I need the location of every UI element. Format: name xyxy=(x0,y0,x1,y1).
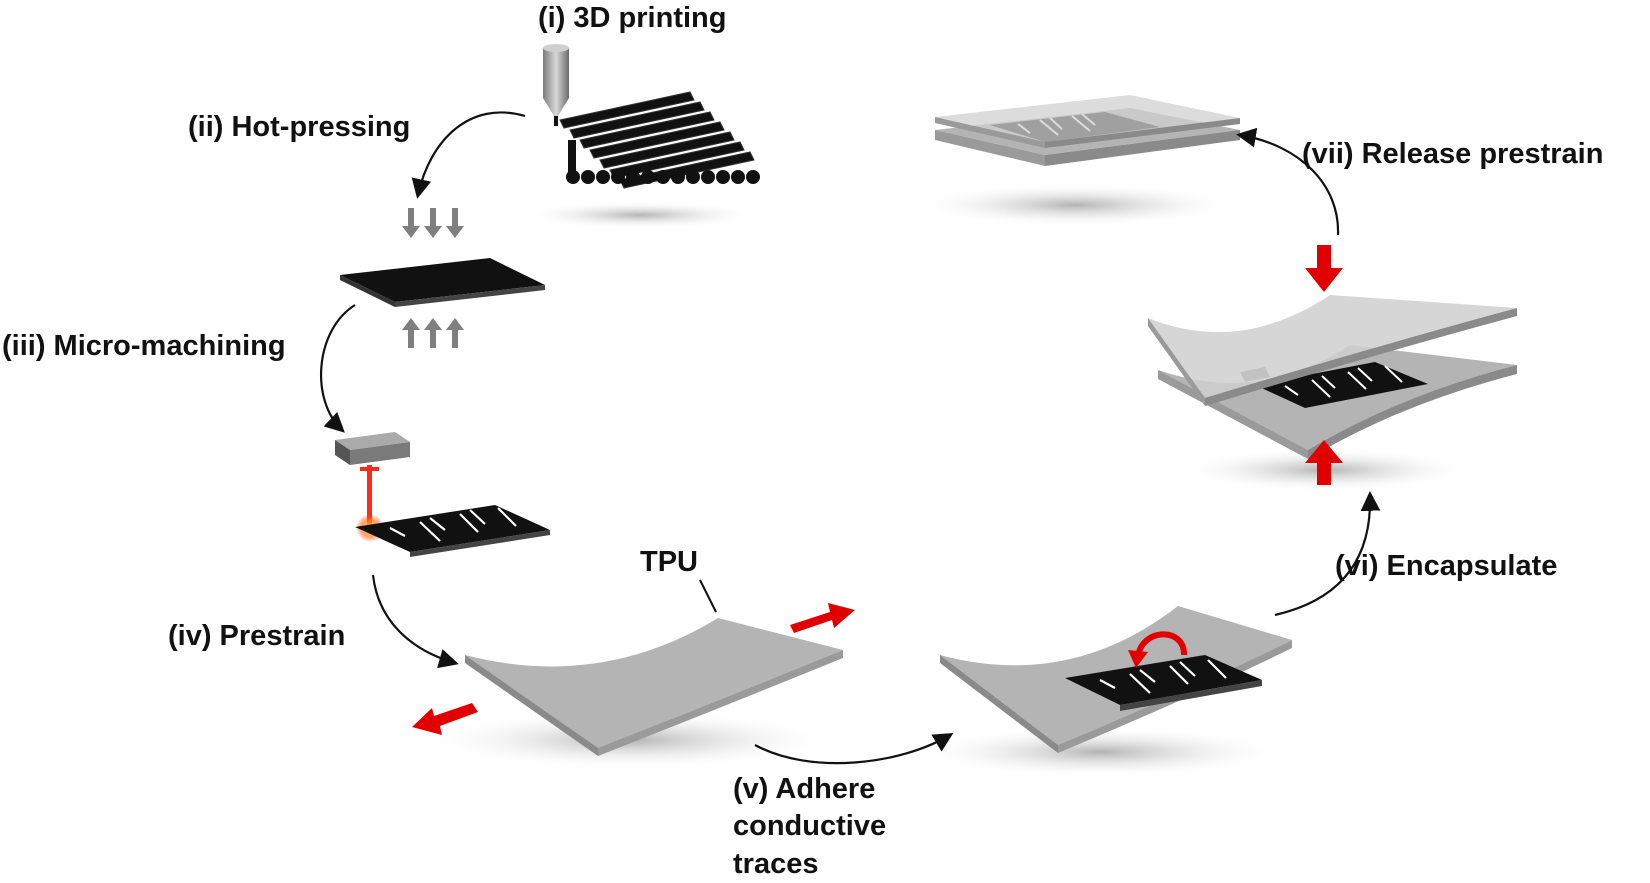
flow-arrow-i-to-ii xyxy=(411,111,526,199)
machined-trace-sheet xyxy=(355,505,550,557)
step-i-label: (i) 3D printing xyxy=(538,2,726,34)
laser-beam xyxy=(367,465,372,527)
step-vii-label: (vii) Release prestrain xyxy=(1302,138,1603,170)
compress-up-arrow-icon xyxy=(1305,440,1343,485)
flow-arrow-iv-to-v xyxy=(754,732,954,765)
flow-arrow-v-to-vi xyxy=(1274,491,1381,617)
tpu-annotation-label: TPU xyxy=(640,546,698,578)
step-v-label-line3: traces xyxy=(733,848,818,880)
flow-arrow-iii-to-iv xyxy=(371,574,459,669)
step-v-label-line2: conductive xyxy=(733,810,886,842)
stretch-arrow-right-icon xyxy=(790,603,855,633)
compress-down-arrow-icon xyxy=(1305,245,1343,292)
press-up-arrow-icons xyxy=(402,318,464,348)
pressed-sheet xyxy=(340,258,545,307)
press-down-arrow-icons xyxy=(402,208,464,238)
release-prestrain-illustration xyxy=(910,95,1240,227)
3d-printing-illustration xyxy=(520,44,760,229)
top-tpu-layer xyxy=(1148,295,1517,406)
step-vi-label: (vi) Encapsulate xyxy=(1335,550,1557,582)
stretch-arrow-left-icon xyxy=(412,703,478,735)
laser-beam-cap xyxy=(360,467,379,471)
relaxed-top-layer xyxy=(935,95,1240,148)
tpu-leader-line xyxy=(699,579,717,613)
step-iv-label: (iv) Prestrain xyxy=(168,620,345,652)
laser-head-icon xyxy=(335,432,410,465)
printed-filament-ends xyxy=(566,140,760,184)
flow-arrow-vi-to-vii xyxy=(1236,127,1340,236)
encapsulate-illustration xyxy=(1148,245,1517,492)
micro-machining-illustration xyxy=(335,432,550,557)
adhered-trace-sheet xyxy=(1065,655,1262,711)
printer-nozzle-icon xyxy=(543,44,569,126)
flip-curved-arrow-icon xyxy=(1128,631,1188,668)
prestrain-illustration xyxy=(412,579,855,770)
tpu-substrate xyxy=(465,618,843,756)
adhere-traces-illustration xyxy=(910,606,1292,778)
hot-pressing-illustration xyxy=(340,208,545,348)
step-iii-label: (iii) Micro-machining xyxy=(2,330,286,362)
step-ii-label: (ii) Hot-pressing xyxy=(188,111,410,143)
process-flow-arrows xyxy=(320,111,1381,765)
step-v-label: (v) Adhere xyxy=(733,773,875,805)
flow-arrow-ii-to-iii xyxy=(320,304,356,433)
